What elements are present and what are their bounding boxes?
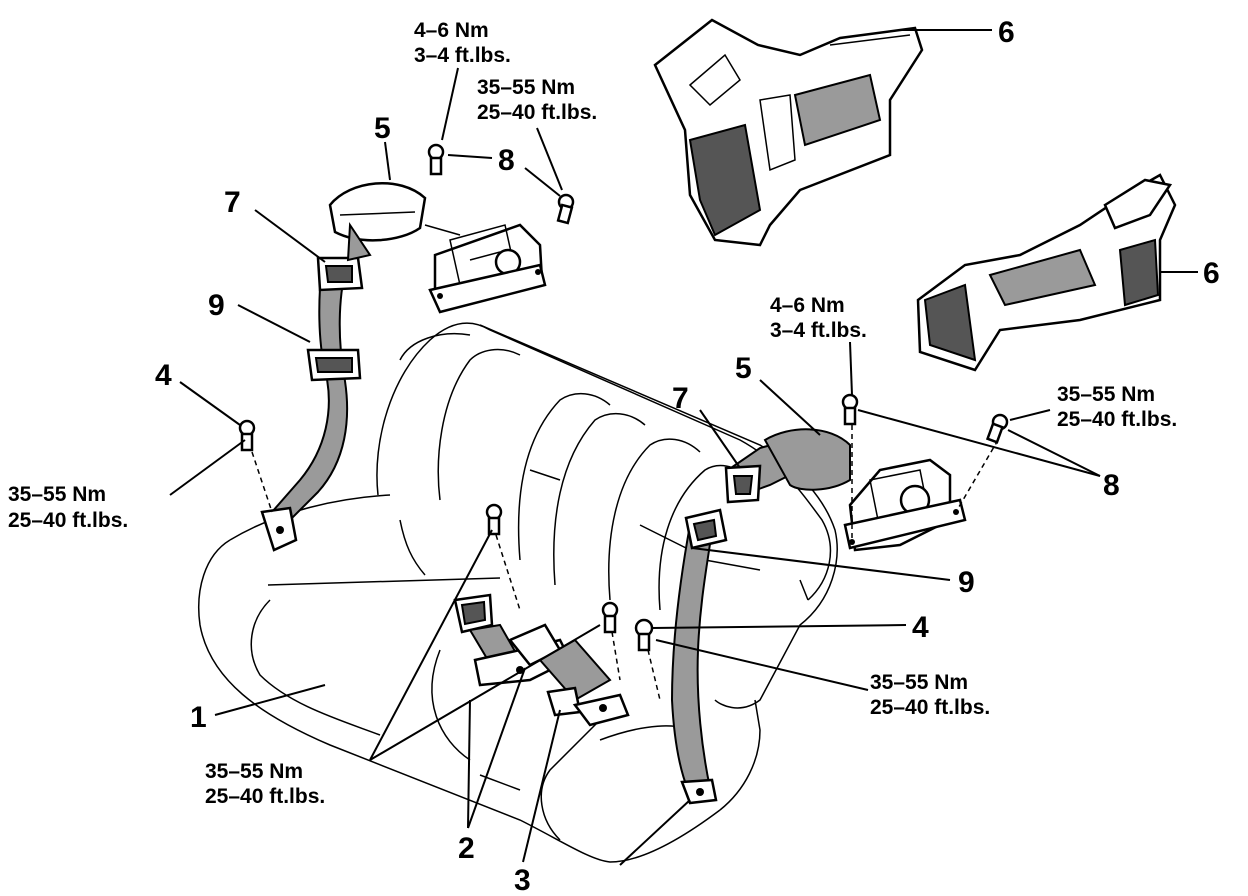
torque-ftlbs: 25–40 ft.lbs. (205, 785, 325, 808)
callout-2: 2 (458, 832, 475, 865)
torque-spec-left: 35–55 Nm 25–40 ft.lbs. (8, 483, 128, 532)
callout-4-left: 4 (155, 359, 172, 392)
torque-ftlbs: 25–40 ft.lbs. (477, 101, 597, 124)
torque-nm: 4–6 Nm (414, 19, 489, 42)
callout-8-left: 8 (498, 144, 515, 177)
callout-8-right: 8 (1103, 469, 1120, 502)
torque-nm: 35–55 Nm (870, 671, 968, 694)
callout-9-left: 9 (208, 289, 225, 322)
torque-ftlbs: 25–40 ft.lbs. (8, 509, 128, 532)
callout-3: 3 (514, 864, 531, 896)
callout-numbers: 1 2 3 4 4 5 5 6 6 7 7 8 8 9 9 (155, 16, 1220, 896)
torque-spec-right-lower: 35–55 Nm 25–40 ft.lbs. (870, 671, 990, 719)
callout-7-left: 7 (224, 186, 241, 219)
torque-ftlbs: 3–4 ft.lbs. (414, 44, 511, 67)
torque-ftlbs: 25–40 ft.lbs. (870, 696, 990, 719)
center-bolt-b (601, 601, 619, 634)
torque-spec-top-small: 4–6 Nm 3–4 ft.lbs. (414, 19, 511, 67)
callout-1: 1 (190, 701, 207, 734)
lower-trim-panel (916, 173, 1177, 372)
callout-7-right: 7 (672, 382, 689, 415)
torque-spec-bottom: 35–55 Nm 25–40 ft.lbs. (205, 760, 325, 808)
torque-nm: 35–55 Nm (1057, 383, 1155, 406)
torque-nm: 35–55 Nm (477, 76, 575, 99)
torque-nm: 35–55 Nm (8, 483, 106, 506)
center-bolt-a (485, 503, 503, 536)
left-bolt-8a (427, 143, 445, 176)
torque-nm: 4–6 Nm (770, 294, 845, 317)
torque-nm: 35–55 Nm (205, 760, 303, 783)
left-shoulder-belt-assembly (260, 181, 547, 552)
torque-spec-top-large: 35–55 Nm 25–40 ft.lbs. (477, 76, 597, 124)
callout-6-mid: 6 (1203, 257, 1220, 290)
torque-spec-right-large: 35–55 Nm 25–40 ft.lbs. (1057, 383, 1177, 431)
upper-trim-panel (653, 18, 924, 247)
torque-ftlbs: 3–4 ft.lbs. (770, 319, 867, 342)
callout-5-right: 5 (735, 352, 752, 385)
right-shoulder-belt-assembly (670, 428, 967, 805)
torque-spec-right-small: 4–6 Nm 3–4 ft.lbs. (770, 294, 867, 342)
torque-ftlbs: 25–40 ft.lbs. (1057, 408, 1177, 431)
callout-4-right: 4 (912, 611, 929, 644)
right-bolt-8a (841, 393, 859, 426)
callout-9-right: 9 (958, 566, 975, 599)
right-bolt-8b (985, 413, 1009, 444)
leader-lines (169, 29, 1198, 866)
left-bolt-8b (556, 193, 575, 225)
right-bolt-4 (634, 618, 654, 652)
callout-5-left: 5 (374, 112, 391, 145)
callout-6-top: 6 (998, 16, 1015, 49)
left-bolt-4 (238, 419, 256, 452)
